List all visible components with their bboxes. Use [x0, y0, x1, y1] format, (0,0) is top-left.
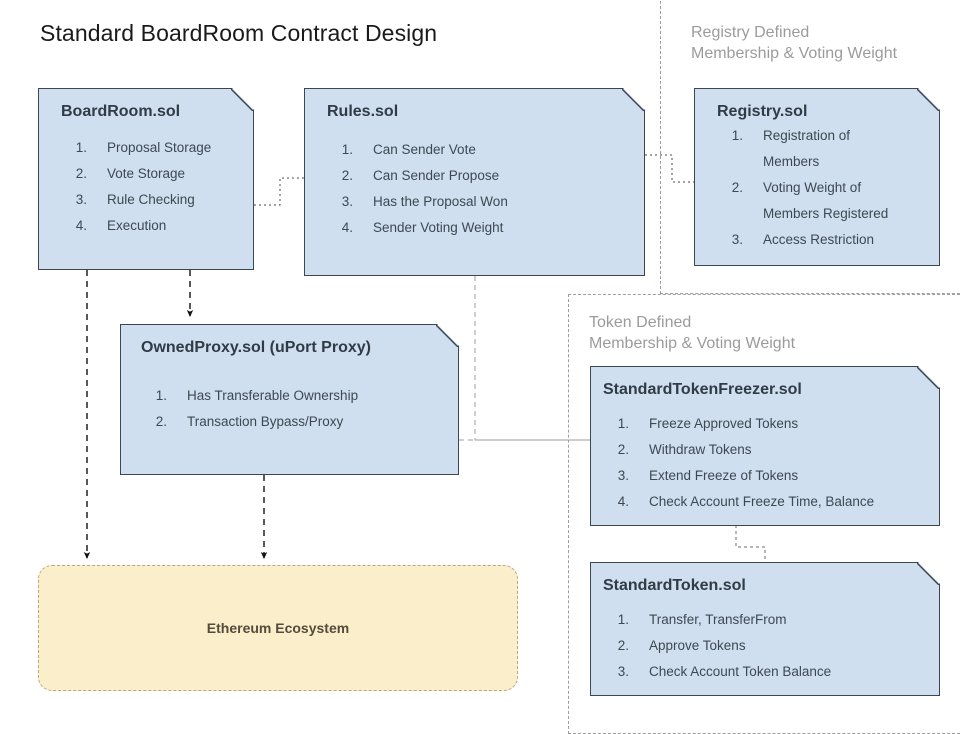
list-marker: 3.	[731, 232, 743, 247]
folded-corner-icon	[622, 89, 644, 111]
page-title: Standard BoardRoom Contract Design	[40, 20, 438, 46]
list-text: Execution	[107, 218, 167, 233]
list-marker: 2.	[617, 442, 629, 457]
node-item-list: 1. Can Sender Vote 2. Can Sender Propose 3…	[327, 137, 634, 241]
list-text: Can Sender Vote	[373, 142, 476, 157]
list-item: 4. Sender Voting Weight	[327, 215, 634, 241]
group-registry-defined	[660, 0, 960, 294]
node-item-list: 1. Registration of Members 2. Voting Weigh…	[717, 123, 929, 253]
node-title: StandardTokenFreezer.sol	[603, 381, 802, 398]
list-text: Check Account Freeze Time, Balance	[649, 494, 875, 509]
list-item: 2. Can Sender Propose	[327, 163, 634, 189]
list-marker: 3.	[617, 468, 629, 483]
node-item-list: 1. Transfer, TransferFrom 2. Approve Token…	[603, 607, 929, 685]
list-text: Check Account Token Balance	[649, 664, 832, 679]
list-marker: 1.	[75, 140, 87, 155]
list-text: Sender Voting Weight	[373, 220, 504, 235]
list-item: 1. Proposal Storage	[61, 135, 243, 161]
list-item: 4. Execution	[61, 213, 243, 239]
list-marker: 2.	[155, 414, 167, 429]
group-token-label: Token Defined Membership & Voting Weight	[589, 314, 796, 352]
list-text: Access Restriction	[763, 232, 875, 247]
list-marker: 1.	[731, 128, 743, 143]
list-text: Transaction Bypass/Proxy	[187, 414, 344, 429]
list-text: Extend Freeze of Tokens	[649, 468, 799, 483]
list-item: 2. Transaction Bypass/Proxy	[141, 409, 448, 435]
list-item: 2. Withdraw Tokens	[603, 437, 929, 463]
node-title: Ethereum Ecosystem	[206, 620, 350, 636]
list-marker: 3.	[75, 192, 87, 207]
list-marker: 3.	[341, 194, 353, 209]
folded-corner-icon	[231, 89, 253, 111]
list-item: 2. Approve Tokens	[603, 633, 929, 659]
list-text: Approve Tokens	[649, 638, 746, 653]
node-rules[interactable]: Rules.sol 1. Can Sender Vote 2. Can Sender…	[304, 88, 645, 276]
list-marker: 1.	[155, 388, 167, 403]
list-marker: 1.	[617, 416, 629, 431]
node-title: StandardToken.sol	[603, 577, 746, 594]
node-title: OwnedProxy.sol (uPort Proxy)	[141, 339, 371, 356]
list-marker: 4.	[75, 218, 87, 233]
node-title: Rules.sol	[327, 103, 399, 120]
list-text: Transfer, TransferFrom	[649, 612, 787, 627]
list-marker: 2.	[617, 638, 629, 653]
list-text: Vote Storage	[107, 166, 186, 181]
list-text: Has the Proposal Won	[373, 194, 508, 209]
connector-boardroom-rules	[254, 177, 305, 206]
node-tokenfreezer[interactable]: StandardTokenFreezer.sol 1. Freeze Approv…	[590, 366, 940, 526]
node-ownedproxy[interactable]: OwnedProxy.sol (uPort Proxy) 1. Has Trans…	[120, 324, 459, 475]
list-text: Voting Weight of Members Registered	[763, 180, 889, 221]
node-title: BoardRoom.sol	[61, 103, 181, 120]
node-item-list: 1. Has Transferable Ownership 2. Transacti…	[141, 383, 448, 435]
list-marker: 4.	[617, 494, 629, 509]
list-item: 3. Has the Proposal Won	[327, 189, 634, 215]
list-marker: 1.	[617, 612, 629, 627]
list-item: 1. Has Transferable Ownership	[141, 383, 448, 409]
node-boardroom[interactable]: BoardRoom.sol 1. Proposal Storage 2. Vote …	[38, 88, 254, 270]
list-item: 3. Extend Freeze of Tokens	[603, 463, 929, 489]
list-item: 1. Can Sender Vote	[327, 137, 634, 163]
list-item: 1. Freeze Approved Tokens	[603, 411, 929, 437]
list-marker: 3.	[617, 664, 629, 679]
list-marker: 4.	[341, 220, 353, 235]
node-ethereum-ecosystem[interactable]: Ethereum Ecosystem	[38, 565, 518, 691]
list-marker: 1.	[341, 142, 353, 157]
node-item-list: 1. Proposal Storage 2. Vote Storage 3. Rule…	[61, 135, 243, 239]
list-item: 2. Vote Storage	[61, 161, 243, 187]
list-item: 3. Rule Checking	[61, 187, 243, 213]
list-marker: 2.	[341, 168, 353, 183]
node-item-list: 1. Freeze Approved Tokens 2. Withdraw Toke…	[603, 411, 929, 515]
folded-corner-icon	[436, 325, 458, 347]
list-text: Proposal Storage	[107, 140, 212, 155]
list-item: 4. Check Account Freeze Time, Balance	[603, 489, 929, 515]
list-text: Freeze Approved Tokens	[649, 416, 799, 431]
list-item: 3. Check Account Token Balance	[603, 659, 929, 685]
node-standardtoken[interactable]: StandardToken.sol 1. Transfer, TransferFr…	[590, 562, 940, 696]
group-registry-label: Registry Defined Membership & Voting Wei…	[691, 24, 898, 62]
list-text: Rule Checking	[107, 192, 195, 207]
list-text: Can Sender Propose	[373, 168, 500, 183]
list-marker: 2.	[75, 166, 87, 181]
list-item: 3. Access Restriction	[717, 227, 929, 253]
list-text: Has Transferable Ownership	[187, 388, 359, 403]
list-item: 2. Voting Weight of Members Registered	[717, 175, 929, 227]
list-marker: 2.	[731, 180, 743, 195]
node-registry[interactable]: Registry.sol 1. Registration of Members 2…	[694, 88, 940, 266]
list-text: Withdraw Tokens	[649, 442, 752, 457]
list-text: Registration of Members	[763, 128, 851, 169]
list-item: 1. Transfer, TransferFrom	[603, 607, 929, 633]
list-item: 1. Registration of Members	[717, 123, 929, 175]
node-title: Registry.sol	[717, 103, 808, 120]
